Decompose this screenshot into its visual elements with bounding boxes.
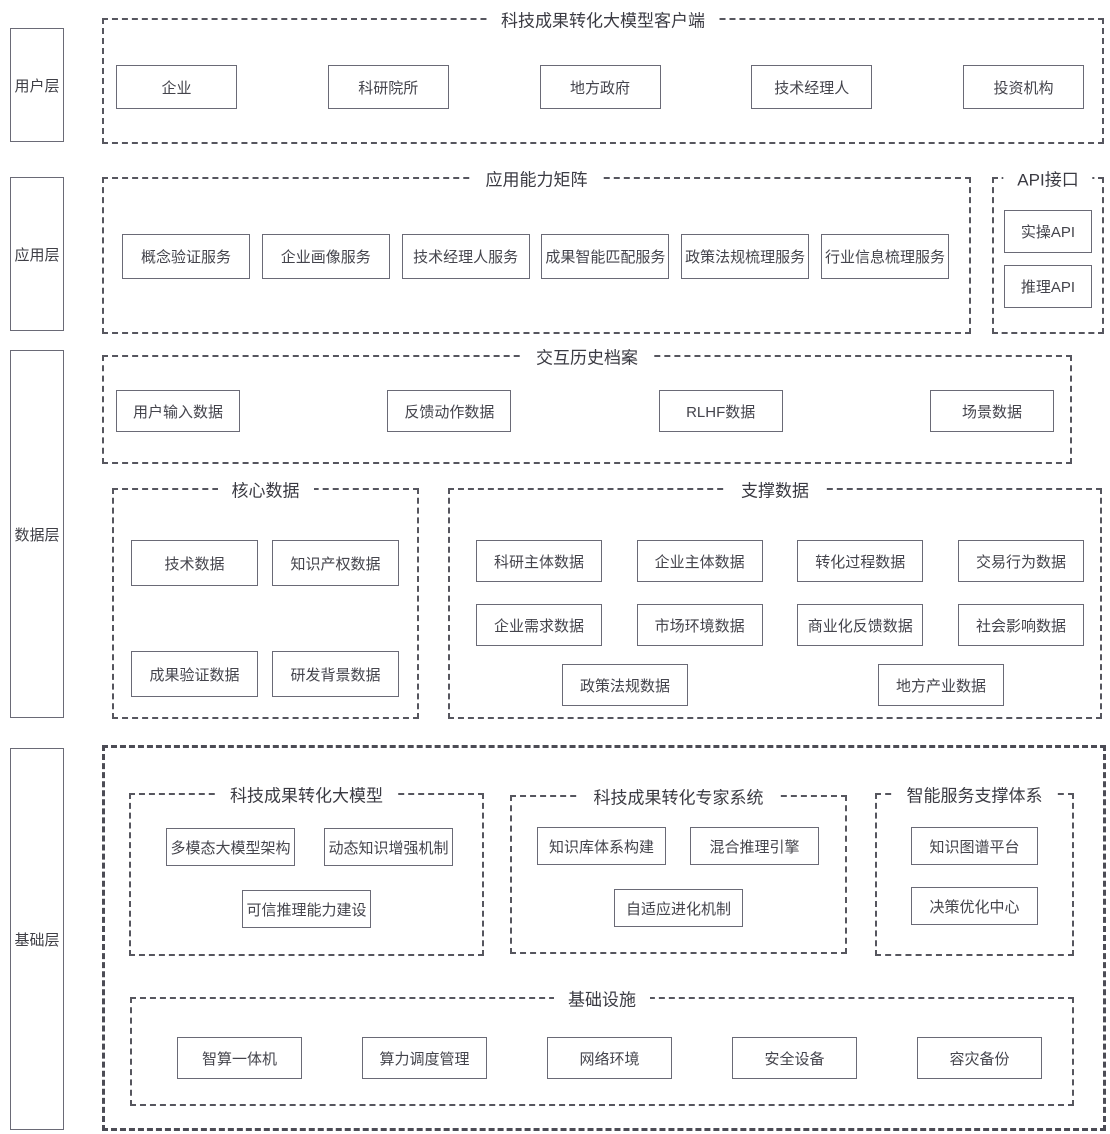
node-row: 企业 科研院所 地方政府 技术经理人 投资机构 bbox=[116, 65, 1084, 109]
layer-label-data: 数据层 bbox=[10, 350, 64, 718]
node-row: 知识图谱平台 bbox=[877, 827, 1072, 865]
core-data-title: 核心数据 bbox=[217, 476, 314, 502]
node-row: 知识库体系构建混合推理引擎 bbox=[537, 827, 819, 865]
large-model-container: 科技成果转化大模型 多模态大模型架构动态知识增强机制 可信推理能力建设 bbox=[129, 781, 484, 956]
node-box: 地方政府 bbox=[539, 65, 661, 109]
node-box: 政策法规梳理服务 bbox=[681, 234, 810, 279]
node-box: 决策优化中心 bbox=[911, 887, 1038, 925]
large-model-title: 科技成果转化大模型 bbox=[216, 781, 397, 807]
node-box: 企业 bbox=[116, 65, 237, 109]
node-box: 成果智能匹配服务 bbox=[541, 234, 670, 279]
node-box: 企业主体数据 bbox=[636, 540, 763, 582]
node-box: 用户输入数据 bbox=[116, 390, 240, 432]
expert-system-container: 科技成果转化专家系统 知识库体系构建混合推理引擎 自适应进化机制 bbox=[510, 783, 847, 954]
node-row: 成果验证数据研发背景数据 bbox=[131, 651, 399, 697]
node-box: 动态知识增强机制 bbox=[324, 828, 453, 866]
client-container: 科技成果转化大模型客户端 企业 科研院所 地方政府 技术经理人 投资机构 bbox=[102, 6, 1104, 144]
intelligent-support-title: 智能服务支撑体系 bbox=[892, 781, 1057, 807]
node-box: 科研主体数据 bbox=[476, 540, 602, 582]
node-box: 技术数据 bbox=[131, 540, 258, 586]
node-row: 用户输入数据 反馈动作数据 RLHF数据 场景数据 bbox=[116, 390, 1054, 432]
node-box: 交易行为数据 bbox=[957, 540, 1084, 582]
node-box: 知识产权数据 bbox=[272, 540, 399, 586]
node-box: 网络环境 bbox=[547, 1037, 672, 1079]
node-box: 概念验证服务 bbox=[122, 234, 250, 279]
base-layer-container bbox=[102, 745, 1106, 1131]
node-row: 实操API 推理API bbox=[994, 210, 1102, 308]
node-row: 可信推理能力建设 bbox=[131, 890, 482, 928]
node-box: 知识库体系构建 bbox=[537, 827, 666, 865]
node-row: 自适应进化机制 bbox=[512, 889, 845, 927]
node-box: 市场环境数据 bbox=[636, 604, 763, 646]
node-box: 知识图谱平台 bbox=[911, 827, 1038, 865]
node-box: 企业画像服务 bbox=[261, 234, 390, 279]
node-box: 转化过程数据 bbox=[797, 540, 924, 582]
infrastructure-title: 基础设施 bbox=[554, 985, 650, 1011]
node-box: 技术经理人服务 bbox=[401, 234, 530, 279]
node-row: 决策优化中心 bbox=[877, 887, 1072, 925]
expert-system-title: 科技成果转化专家系统 bbox=[579, 783, 778, 809]
node-box: 政策法规数据 bbox=[562, 664, 688, 706]
intelligent-support-container: 智能服务支撑体系 知识图谱平台 决策优化中心 bbox=[875, 781, 1074, 956]
node-box: 成果验证数据 bbox=[131, 651, 258, 697]
node-box: 多模态大模型架构 bbox=[166, 828, 295, 866]
node-box: 技术经理人 bbox=[751, 65, 873, 109]
node-box: 自适应进化机制 bbox=[614, 889, 743, 927]
support-data-title: 支撑数据 bbox=[727, 476, 823, 502]
node-box: 混合推理引擎 bbox=[690, 827, 819, 865]
node-box: 研发背景数据 bbox=[272, 651, 399, 697]
node-row: 多模态大模型架构动态知识增强机制 bbox=[166, 828, 453, 866]
node-row: 智算一体机 算力调度管理 网络环境 安全设备 容灾备份 bbox=[177, 1037, 1042, 1079]
interaction-history-title: 交互历史档案 bbox=[522, 343, 652, 369]
node-row: 概念验证服务企业画像服务技术经理人服务成果智能匹配服务政策法规梳理服务行业信息梳… bbox=[122, 234, 949, 279]
node-box: 反馈动作数据 bbox=[387, 390, 512, 432]
node-row: 科研主体数据企业主体数据转化过程数据交易行为数据 bbox=[476, 540, 1084, 582]
node-box: 实操API bbox=[1004, 210, 1092, 253]
api-container: API接口 实操API 推理API bbox=[992, 165, 1104, 334]
node-box: 算力调度管理 bbox=[362, 1037, 487, 1079]
layer-label-user: 用户层 bbox=[10, 28, 64, 142]
node-row: 技术数据知识产权数据 bbox=[131, 540, 399, 586]
node-box: 科研院所 bbox=[327, 65, 449, 109]
layer-label-application: 应用层 bbox=[10, 177, 64, 331]
node-box: 商业化反馈数据 bbox=[797, 604, 924, 646]
node-box: 推理API bbox=[1004, 265, 1092, 308]
node-box: 容灾备份 bbox=[917, 1037, 1042, 1079]
support-data-container: 支撑数据 科研主体数据企业主体数据转化过程数据交易行为数据 企业需求数据市场环境… bbox=[448, 476, 1102, 719]
node-box: 投资机构 bbox=[963, 65, 1084, 109]
client-container-title: 科技成果转化大模型客户端 bbox=[487, 6, 719, 32]
node-box: 地方产业数据 bbox=[878, 664, 1004, 706]
node-box: 智算一体机 bbox=[177, 1037, 302, 1079]
node-box: 社会影响数据 bbox=[957, 604, 1084, 646]
infrastructure-container: 基础设施 智算一体机 算力调度管理 网络环境 安全设备 容灾备份 bbox=[130, 985, 1074, 1106]
node-row: 企业需求数据市场环境数据商业化反馈数据社会影响数据 bbox=[476, 604, 1084, 646]
interaction-history-container: 交互历史档案 用户输入数据 反馈动作数据 RLHF数据 场景数据 bbox=[102, 343, 1072, 464]
node-box: RLHF数据 bbox=[658, 390, 783, 432]
node-box: 安全设备 bbox=[732, 1037, 857, 1079]
api-container-title: API接口 bbox=[1003, 165, 1093, 191]
node-box: 企业需求数据 bbox=[476, 604, 602, 646]
node-box: 行业信息梳理服务 bbox=[820, 234, 949, 279]
node-box: 可信推理能力建设 bbox=[242, 890, 371, 928]
layer-label-base: 基础层 bbox=[10, 748, 64, 1130]
node-row: 政策法规数据 地方产业数据 bbox=[562, 664, 1004, 706]
capability-matrix-container: 应用能力矩阵 概念验证服务企业画像服务技术经理人服务成果智能匹配服务政策法规梳理… bbox=[102, 165, 971, 334]
core-data-container: 核心数据 技术数据知识产权数据 成果验证数据研发背景数据 bbox=[112, 476, 419, 719]
node-box: 场景数据 bbox=[929, 390, 1054, 432]
capability-matrix-title: 应用能力矩阵 bbox=[471, 165, 602, 191]
